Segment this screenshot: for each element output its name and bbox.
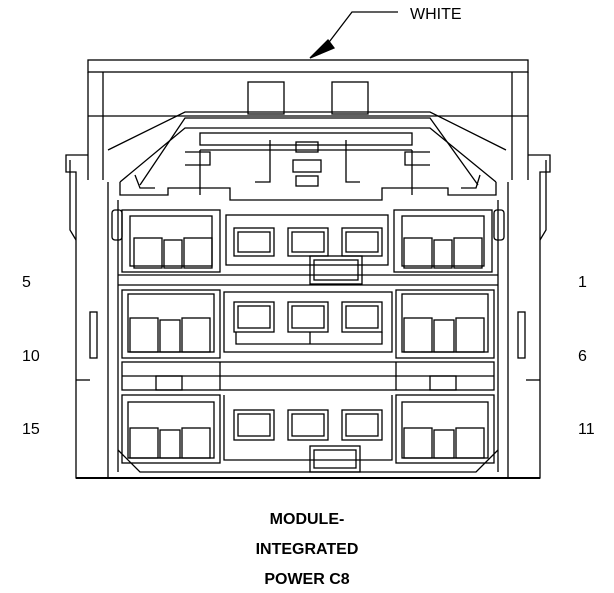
pin-label-10: 10: [22, 348, 40, 365]
top-plate: [87, 59, 529, 180]
white-leader-arrow: [309, 11, 398, 59]
cavity-row-1: [121, 209, 493, 285]
pin-label-5: 5: [22, 274, 31, 291]
pin-label-6: 6: [578, 348, 587, 365]
connector-body: [75, 182, 541, 479]
pin-label-11: 11: [578, 421, 595, 438]
latch-housing: [107, 111, 507, 201]
separator-band: [121, 361, 495, 391]
pin-label-1: 1: [578, 274, 587, 291]
caption-line-1: MODULE-: [269, 511, 345, 528]
caption-line-2: INTEGRATED: [255, 541, 359, 558]
cavity-row-3: [117, 394, 499, 473]
side-tabs: [65, 154, 551, 470]
pin-label-15: 15: [22, 421, 40, 438]
cavity-row-2: [121, 289, 495, 359]
caption-line-3: POWER C8: [264, 571, 350, 588]
wire-color-label: WHITE: [410, 6, 462, 23]
